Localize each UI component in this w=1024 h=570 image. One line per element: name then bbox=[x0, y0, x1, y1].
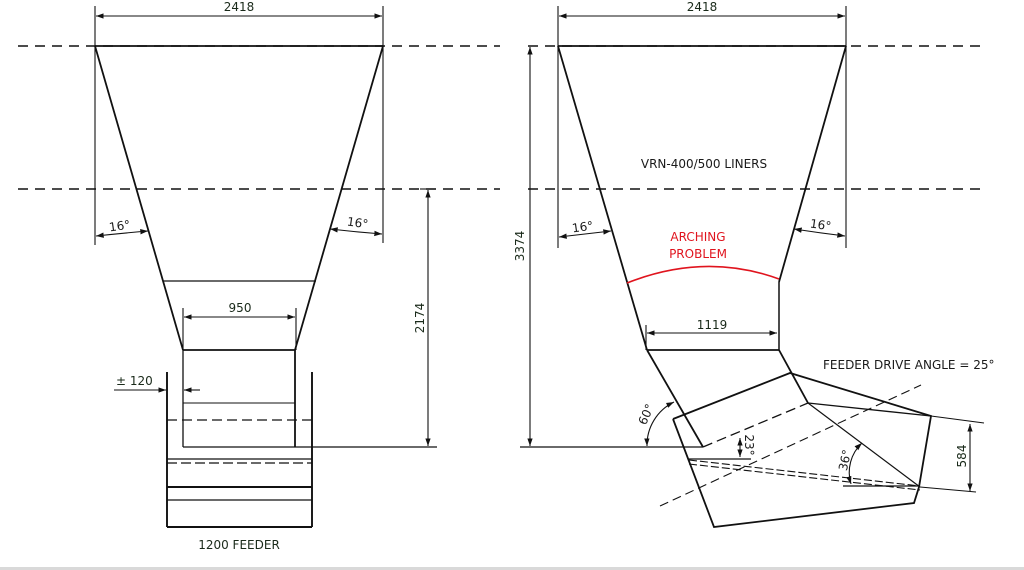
angle-arc-36 bbox=[846, 442, 863, 485]
angle-label-23: 23° bbox=[742, 434, 756, 455]
dim-1119 bbox=[645, 325, 777, 350]
left-feeder bbox=[166, 372, 313, 528]
reference-lines bbox=[18, 45, 980, 190]
dim-950 bbox=[182, 308, 297, 350]
dim-label-584: 584 bbox=[955, 445, 969, 468]
right-view: 2418 VRN-400/500 LINERS 16° 16° ARCHING … bbox=[513, 0, 994, 528]
left-view: 2418 16° 16° 950 bbox=[94, 0, 437, 552]
arching-problem-arc bbox=[626, 265, 780, 284]
dim-2174 bbox=[420, 188, 436, 446]
angle-label-right-16a: 16° bbox=[571, 219, 594, 236]
left-angle-witness bbox=[94, 46, 384, 245]
angle-label-left-16a: 16° bbox=[108, 218, 131, 235]
feeder-drive-angle-label: FEEDER DRIVE ANGLE = 25° bbox=[823, 358, 994, 372]
dim-label-3374: 3374 bbox=[513, 231, 527, 262]
dim-label-2418-left: 2418 bbox=[224, 0, 255, 14]
dim-label-1119: 1119 bbox=[697, 318, 728, 332]
arching-label-line1: ARCHING bbox=[670, 230, 725, 244]
dim-top-width-right bbox=[557, 6, 847, 46]
angle-label-right-16b: 16° bbox=[809, 217, 832, 234]
dim-label-2418-right: 2418 bbox=[687, 0, 718, 14]
dim-label-950: 950 bbox=[229, 301, 252, 315]
feeder-label-1200: 1200 FEEDER bbox=[198, 538, 280, 552]
angle-arc-60 bbox=[644, 401, 675, 447]
right-feeder bbox=[659, 372, 985, 528]
dim-top-width-left bbox=[94, 6, 384, 46]
angle-label-60: 60° bbox=[636, 402, 657, 427]
right-hopper-outline bbox=[557, 45, 847, 351]
left-hopper-outline bbox=[94, 45, 384, 351]
angle-label-left-16b: 16° bbox=[346, 215, 369, 232]
right-chute bbox=[520, 349, 809, 448]
right-angle-witness bbox=[557, 46, 847, 248]
liner-label: VRN-400/500 LINERS bbox=[641, 157, 767, 171]
arching-label-line2: PROBLEM bbox=[669, 247, 727, 261]
bottom-border bbox=[0, 567, 1024, 570]
angle-label-36: 36° bbox=[836, 448, 854, 472]
left-chute bbox=[182, 349, 437, 448]
dim-label-2174: 2174 bbox=[413, 303, 427, 334]
dim-label-120: ± 120 bbox=[116, 374, 153, 388]
